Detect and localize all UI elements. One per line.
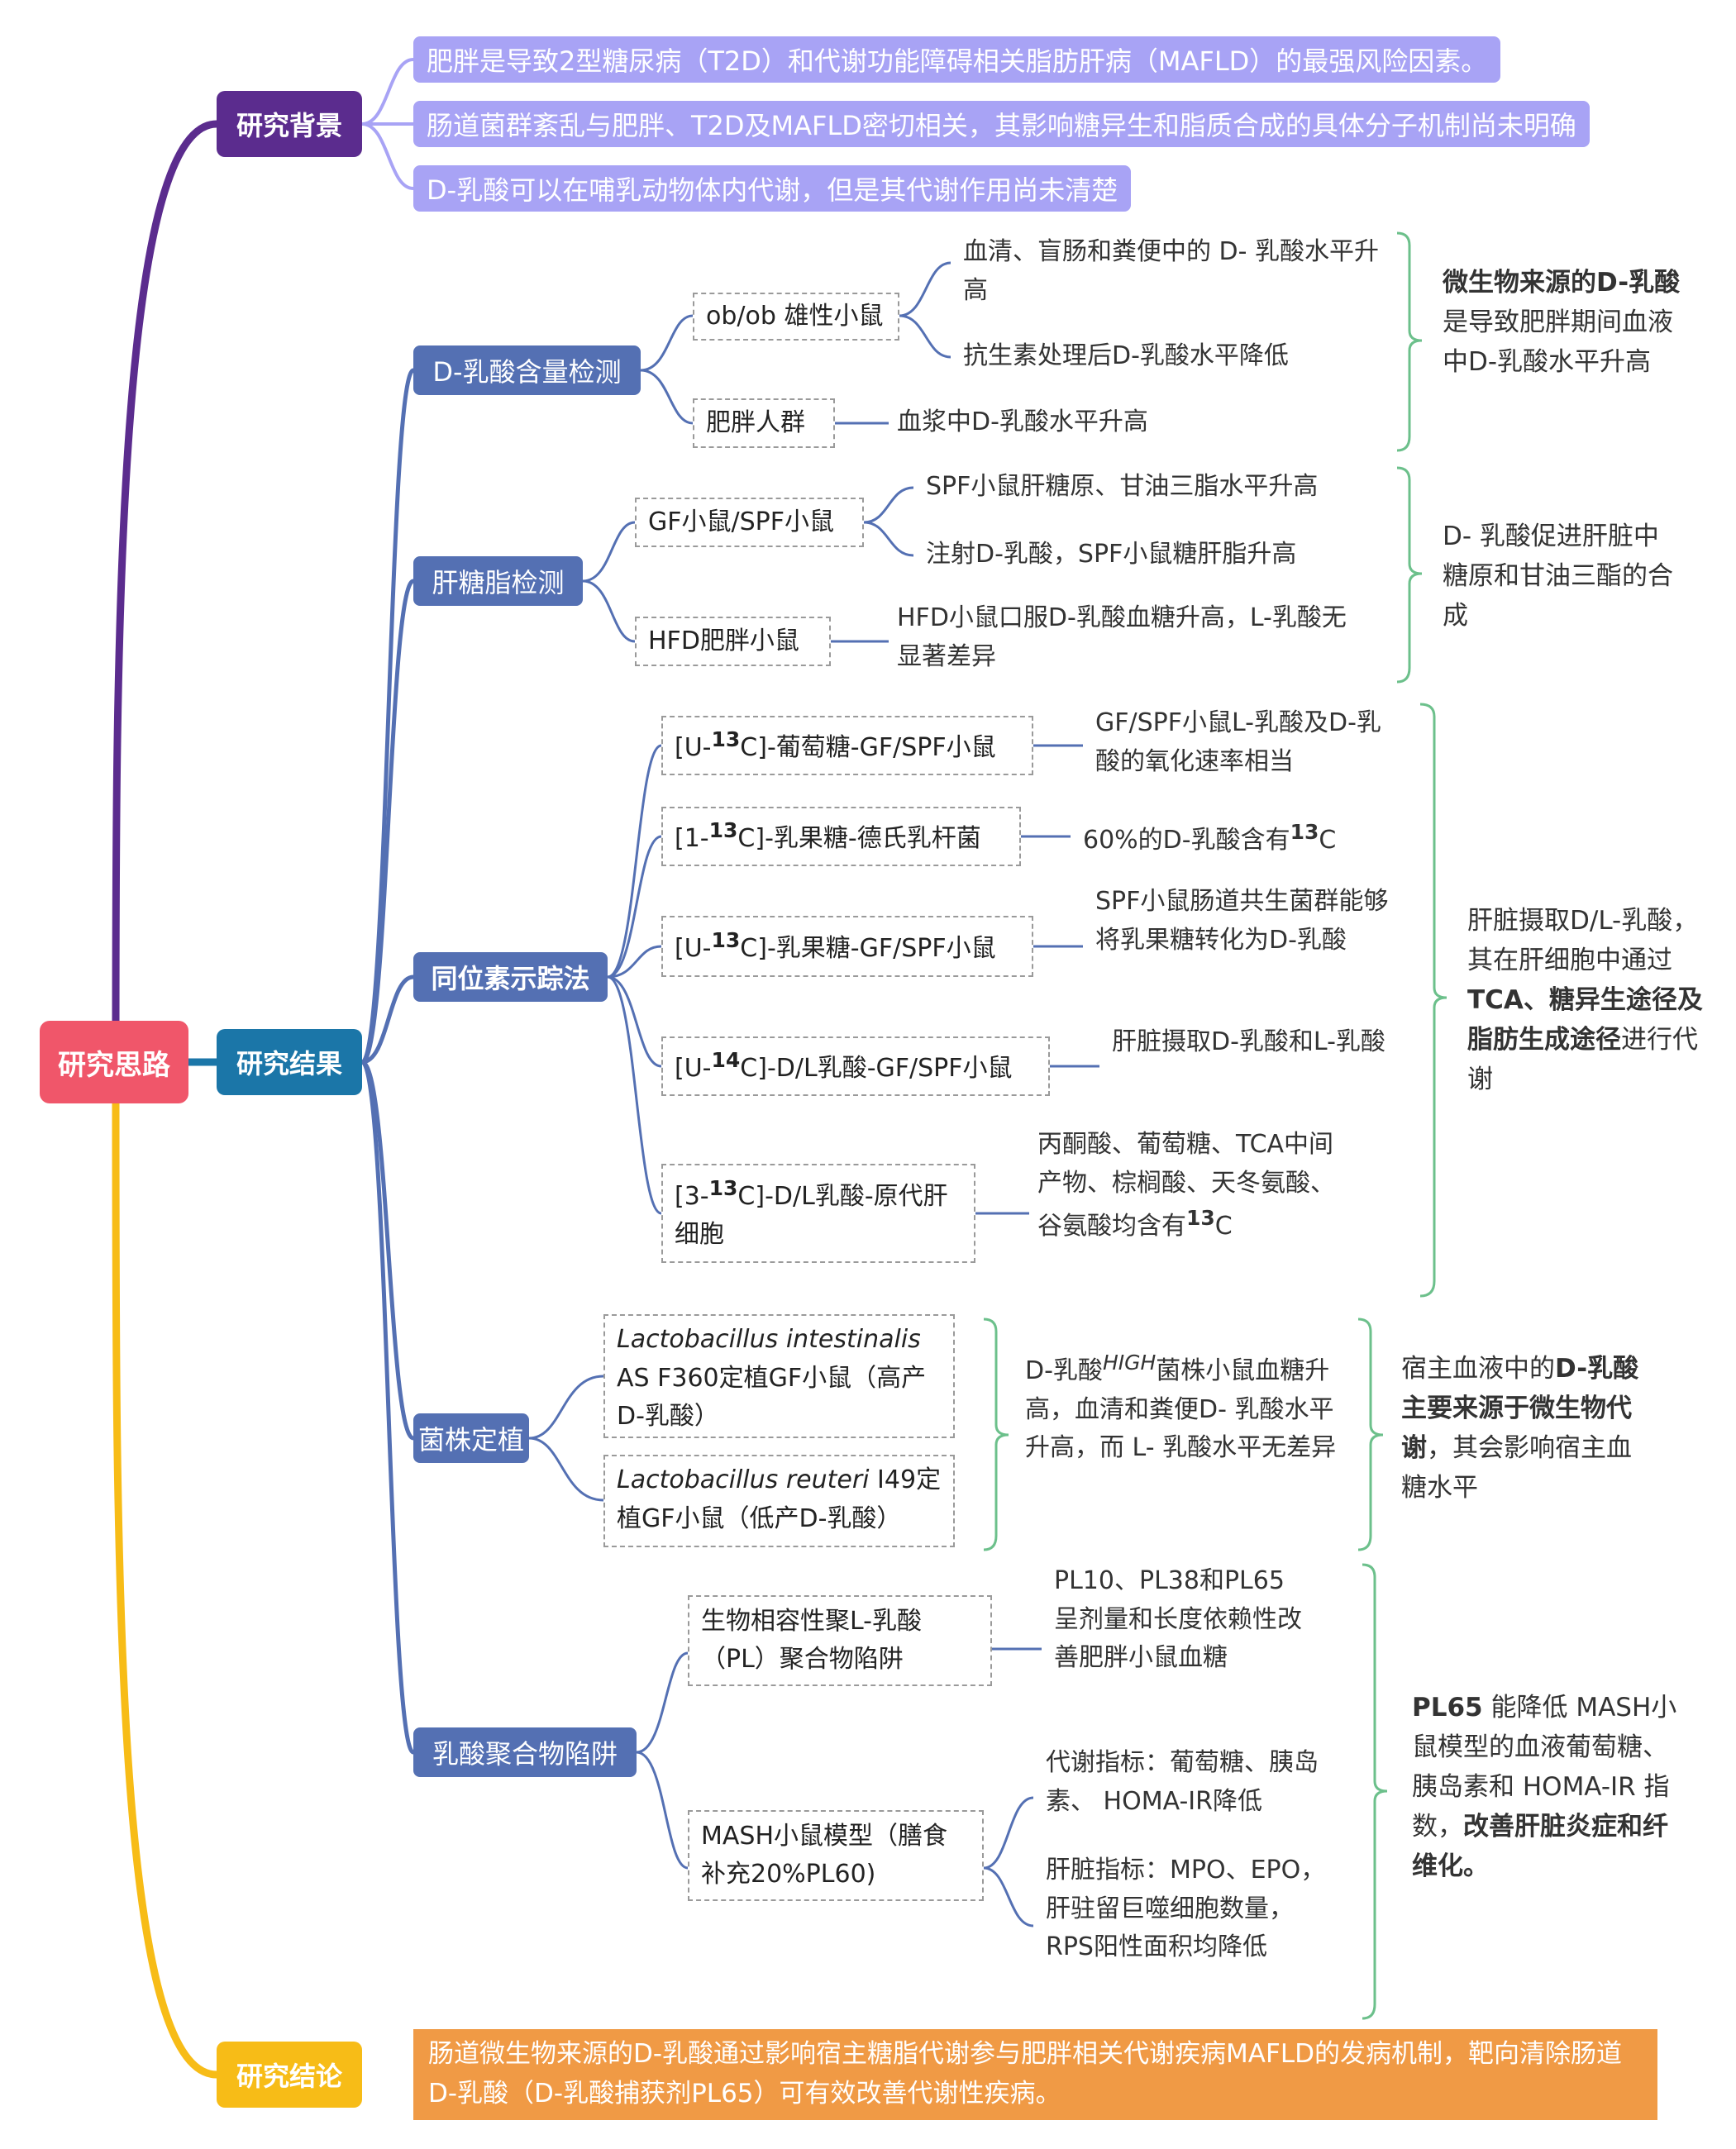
sub-node-isotope-4[interactable]: [U-14C]-D/L乳酸-GF/SPF小鼠 [661, 1036, 1050, 1096]
emphasis-text: 改善肝脏炎症和纤维化。 [1412, 1812, 1668, 1882]
finding-text: HFD小鼠口服D-乳酸血糖升高，L-乳酸无显著差异 [897, 603, 1347, 671]
finding-text: 肝脏摄取D-乳酸和L-乳酸 [1112, 1027, 1385, 1056]
isotope-superscript: 13 [711, 727, 741, 751]
plain-text: 宿主血液中的 [1401, 1354, 1555, 1384]
emphasis-text: 微生物来源的D-乳酸 [1443, 268, 1681, 298]
plain-text: ，其会影响宿主血糖水平 [1401, 1433, 1632, 1503]
connector-background [112, 120, 217, 1063]
species-name: Lactobacillus intestinalis [617, 1325, 921, 1354]
isotope-superscript: 13 [711, 927, 741, 952]
finding-text: GF/SPF小鼠L-乳酸及D-乳酸的氧化速率相当 [1095, 708, 1381, 776]
connector-findings [831, 261, 1099, 1927]
text-part: 60%的D-乳酸含有 [1083, 826, 1290, 855]
text-part: C [1214, 1212, 1233, 1241]
text-part: 菌株小鼠血糖升高，血清和粪便D- 乳酸水平升高，而 L- 乳酸水平无差异 [1025, 1356, 1337, 1462]
text-part: D-乳酸 [1025, 1356, 1103, 1385]
finding-text: 抗生素处理后D-乳酸水平降低 [963, 341, 1289, 370]
finding-text: 代谢指标：葡萄糖、胰岛素、 HOMA-IR降低 [1046, 1748, 1319, 1816]
finding-text: SPF小鼠肝糖原、甘油三脂水平升高 [926, 472, 1319, 501]
plain-text: 肝脏摄取D/L-乳酸，其在肝细胞中通过 [1467, 906, 1699, 976]
label-part: I49定植GF小鼠（低产D-乳酸） [617, 1465, 942, 1533]
sub-node-pl-trap[interactable]: 生物相容性聚L-乳酸（PL）聚合物陷阱 [688, 1595, 992, 1686]
conclusion-polymer: PL65 能降低 MASH小鼠模型的血液葡萄糖、胰岛素和 HOMA-IR 指数，… [1412, 1688, 1693, 1886]
category-strain[interactable]: 菌株定植 [413, 1413, 529, 1463]
text-part: 丙酮酸、葡萄糖、TCA中间产物、棕榈酸、天冬氨酸、谷氨酸均含有 [1037, 1130, 1335, 1241]
plain-text: 进行代谢 [1467, 1025, 1698, 1095]
sub-node-obese-population[interactable]: 肥胖人群 [693, 398, 835, 448]
text-part: C [1319, 826, 1337, 855]
sub-node-obob-mice[interactable]: ob/ob 雄性小鼠 [693, 293, 899, 341]
emphasis-text: PL65 [1412, 1693, 1483, 1723]
category-polymer[interactable]: 乳酸聚合物陷阱 [413, 1727, 637, 1777]
section-results[interactable]: 研究结果 [217, 1029, 362, 1095]
label-part: C]-乳果糖-德氏乳杆菌 [737, 823, 981, 853]
plain-text: 能降低 MASH小鼠模型的血液葡萄糖、胰岛素和 HOMA-IR 指数， [1412, 1693, 1677, 1842]
label-part: C]-乳果糖-GF/SPF小鼠 [740, 933, 996, 963]
category-isotope[interactable]: 同位素示踪法 [413, 952, 608, 1002]
category-detection[interactable]: D-乳酸含量检测 [413, 345, 641, 395]
isotope-superscript: 13 [708, 1175, 738, 1200]
emphasis-text: TCA、糖异生途径及脂肪生成途径 [1467, 985, 1703, 1055]
connector-background-items [361, 58, 414, 190]
sub-node-mash-model[interactable]: MASH小鼠模型（膳食补充20%PL60) [688, 1810, 984, 1901]
conclusion-isotope: 肝脏摄取D/L-乳酸，其在肝细胞中通过 TCA、糖异生途径及脂肪生成途径进行代谢 [1467, 901, 1715, 1099]
finding-text: PL10、PL38和PL65呈剂量和长度依赖性改善肥胖小鼠血糖 [1054, 1566, 1302, 1672]
superscript-high: HIGH [1102, 1351, 1157, 1375]
finding-text: 注射D-乳酸，SPF小鼠糖肝脂升高 [926, 540, 1297, 569]
label-part: [3- [675, 1181, 709, 1211]
label-part: [U- [675, 933, 712, 963]
sub-node-hfd-mice[interactable]: HFD肥胖小鼠 [635, 617, 831, 666]
conclusion-detection: 微生物来源的D-乳酸是导致肥胖期间血液中D-乳酸水平升高 [1443, 263, 1682, 382]
brace-lines [983, 231, 1447, 2020]
isotope-superscript: 13 [1186, 1206, 1215, 1230]
finding-text: 丙酮酸、葡萄糖、TCA中间产物、棕榈酸、天冬氨酸、谷氨酸均含有13C [1037, 1126, 1339, 1246]
sub-node-strain-high[interactable]: Lactobacillus intestinalis AS F360定植GF小鼠… [603, 1314, 955, 1438]
isotope-superscript: 13 [1290, 820, 1319, 844]
finding-text: 血浆中D-乳酸水平升高 [897, 407, 1148, 436]
root-node[interactable]: 研究思路 [40, 1021, 188, 1103]
conclusion-bar[interactable]: 肠道微生物来源的D-乳酸通过影响宿主糖脂代谢参与肥胖相关代谢疾病MAFLD的发病… [413, 2029, 1657, 2120]
section-conclusion[interactable]: 研究结论 [217, 2042, 362, 2108]
isotope-superscript: 13 [708, 817, 738, 842]
finding-text: 60%的D-乳酸含有13C [1083, 817, 1414, 860]
sub-node-isotope-1[interactable]: [U-13C]-葡萄糖-GF/SPF小鼠 [661, 716, 1033, 775]
label-part: [U- [675, 732, 712, 762]
finding-strain: D-乳酸HIGH菌株小鼠血糖升高，血清和粪便D- 乳酸水平升高，而 L- 乳酸水… [1025, 1347, 1339, 1468]
species-name: Lactobacillus reuteri [617, 1465, 870, 1494]
conclusion-liver: D- 乳酸促进肝脏中糖原和甘油三酯的合成 [1443, 522, 1673, 631]
connector-sub-nodes [528, 314, 694, 1870]
emphasis-text: D-乳酸主要来源于微生物代谢 [1401, 1354, 1639, 1464]
label-part: AS F360定植GF小鼠（高产D-乳酸） [617, 1363, 927, 1432]
background-item[interactable]: 肥胖是导致2型糖尿病（T2D）和代谢功能障碍相关脂肪肝病（MAFLD）的最强风险… [413, 36, 1501, 83]
label-part: C]-D/L乳酸-原代肝细胞 [675, 1181, 948, 1250]
label-part: C]-D/L乳酸-GF/SPF小鼠 [740, 1053, 1013, 1083]
sub-node-isotope-3[interactable]: [U-13C]-乳果糖-GF/SPF小鼠 [661, 916, 1033, 977]
section-background[interactable]: 研究背景 [217, 91, 362, 157]
isotope-superscript: 14 [711, 1047, 741, 1072]
finding-text: 血清、盲肠和粪便中的 D- 乳酸水平升高 [963, 237, 1379, 305]
sub-node-isotope-2[interactable]: [1-13C]-乳果糖-德氏乳杆菌 [661, 807, 1021, 866]
connector-result-categories [360, 368, 416, 1755]
background-item[interactable]: 肠道菌群紊乱与肥胖、T2D及MAFLD密切相关，其影响糖异生和脂质合成的具体分子… [413, 101, 1590, 147]
finding-text: SPF小鼠肠道共生菌群能够将乳果糖转化为D-乳酸 [1095, 887, 1389, 955]
category-liver[interactable]: 肝糖脂检测 [413, 556, 583, 606]
sub-node-gf-spf-mice[interactable]: GF小鼠/SPF小鼠 [635, 498, 864, 547]
label-part: C]-葡萄糖-GF/SPF小鼠 [740, 732, 996, 762]
sub-node-isotope-5[interactable]: [3-13C]-D/L乳酸-原代肝细胞 [661, 1164, 975, 1263]
label-part: [1- [675, 823, 709, 853]
conclusion-strain: 宿主血液中的D-乳酸主要来源于微生物代谢，其会影响宿主血糖水平 [1401, 1349, 1649, 1508]
finding-text: 肝脏指标：MPO、EPO，肝驻留巨噬细胞数量，RPS阳性面积均降低 [1046, 1856, 1326, 1961]
plain-text: 是导致肥胖期间血液中D-乳酸水平升高 [1443, 307, 1673, 378]
background-item[interactable]: D-乳酸可以在哺乳动物体内代谢，但是其代谢作用尚未清楚 [413, 165, 1132, 212]
label-part: [U- [675, 1053, 712, 1083]
sub-node-strain-low[interactable]: Lactobacillus reuteri I49定植GF小鼠（低产D-乳酸） [603, 1455, 955, 1547]
connector-conclusion [112, 1090, 217, 2079]
